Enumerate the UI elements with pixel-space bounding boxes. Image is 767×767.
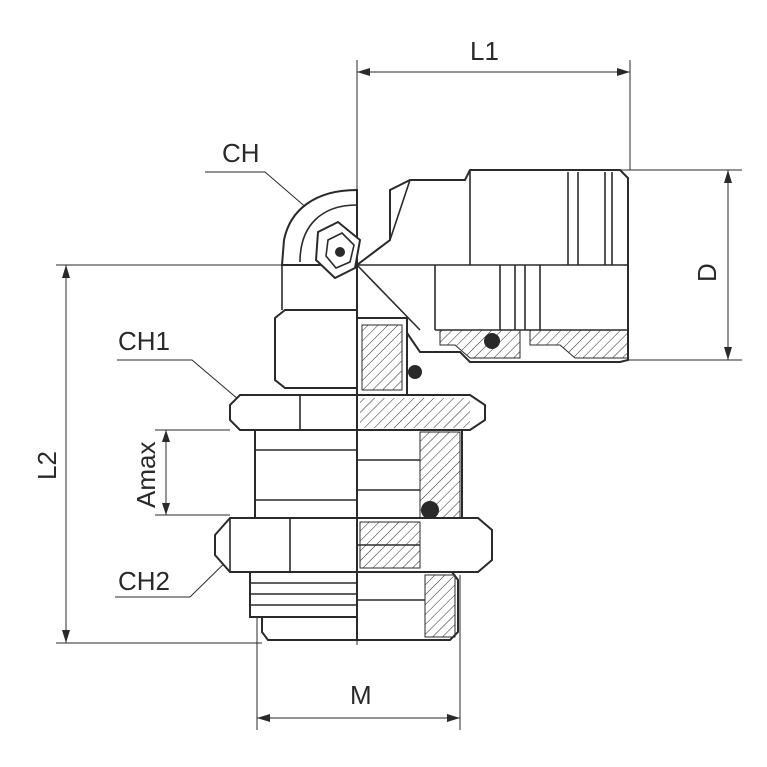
hex-socket-inner xyxy=(325,232,355,269)
elbow-bevel xyxy=(389,179,411,241)
l2-arrow-top xyxy=(62,265,70,278)
m-arrow-right xyxy=(447,714,460,722)
o-ring-horizontal xyxy=(484,333,500,349)
l1-label: L1 xyxy=(470,36,499,66)
hatched-section-1 xyxy=(439,329,521,359)
l1-arrow-left xyxy=(357,68,370,76)
elbow-horizontal-body xyxy=(356,169,629,363)
o-ring-body xyxy=(421,501,439,519)
hex-socket-center xyxy=(335,247,345,257)
amax-arrow-bottom xyxy=(162,503,170,515)
amax-arrow-top xyxy=(162,430,170,442)
amax-label: Amax xyxy=(131,442,161,508)
m-arrow-left xyxy=(257,714,270,722)
ch1-nut-hatch xyxy=(360,398,470,428)
ch1-label: CH1 xyxy=(118,326,170,356)
elbow-outer-body xyxy=(356,169,629,363)
ch1-nut-left xyxy=(229,394,358,431)
tail-tip-left xyxy=(261,616,358,641)
body-left xyxy=(254,429,358,521)
m-label: M xyxy=(350,680,372,710)
d-arrow-top xyxy=(724,170,732,183)
d-label: D xyxy=(692,263,722,282)
l2-arrow-bottom xyxy=(62,630,70,643)
tail-wall-hatch xyxy=(424,574,456,638)
swivel-ring xyxy=(274,264,422,399)
threaded-body xyxy=(254,429,463,521)
swivel-ring-left xyxy=(274,309,358,389)
d-arrow-bottom xyxy=(724,347,732,360)
hatched-section-2 xyxy=(529,329,629,359)
threaded-tail xyxy=(249,571,459,641)
ch1-nut xyxy=(229,394,486,431)
swivel-cap-inner xyxy=(299,204,358,263)
l2-label: L2 xyxy=(32,451,62,480)
ch2-label: CH2 xyxy=(118,566,170,596)
swivel-head xyxy=(280,188,362,280)
l1-arrow-right xyxy=(617,68,630,76)
ch2-nut xyxy=(214,517,493,573)
ch1-leader xyxy=(117,359,246,406)
ch2-nut-left xyxy=(214,517,358,573)
ring-section-hatch xyxy=(361,324,403,391)
section-diagonal xyxy=(356,264,421,331)
ch-label: CH xyxy=(222,138,260,168)
o-ring-swivel xyxy=(408,365,422,379)
